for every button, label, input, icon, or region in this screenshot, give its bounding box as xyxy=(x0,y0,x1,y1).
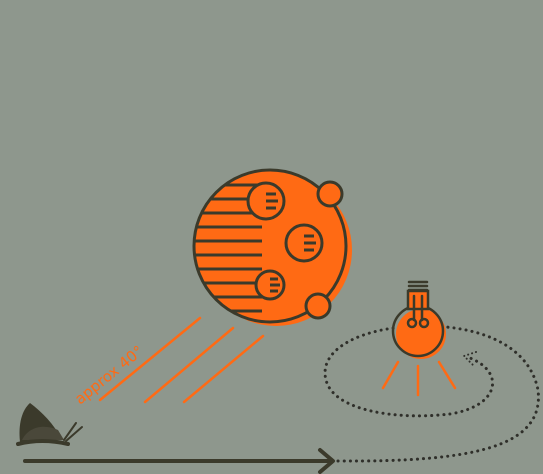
moth-icon xyxy=(18,403,82,444)
moon-icon xyxy=(180,170,352,326)
angle-label: approx 40° xyxy=(71,342,147,408)
flight-path-arrow xyxy=(25,450,333,472)
lightbulb-icon xyxy=(383,282,455,395)
